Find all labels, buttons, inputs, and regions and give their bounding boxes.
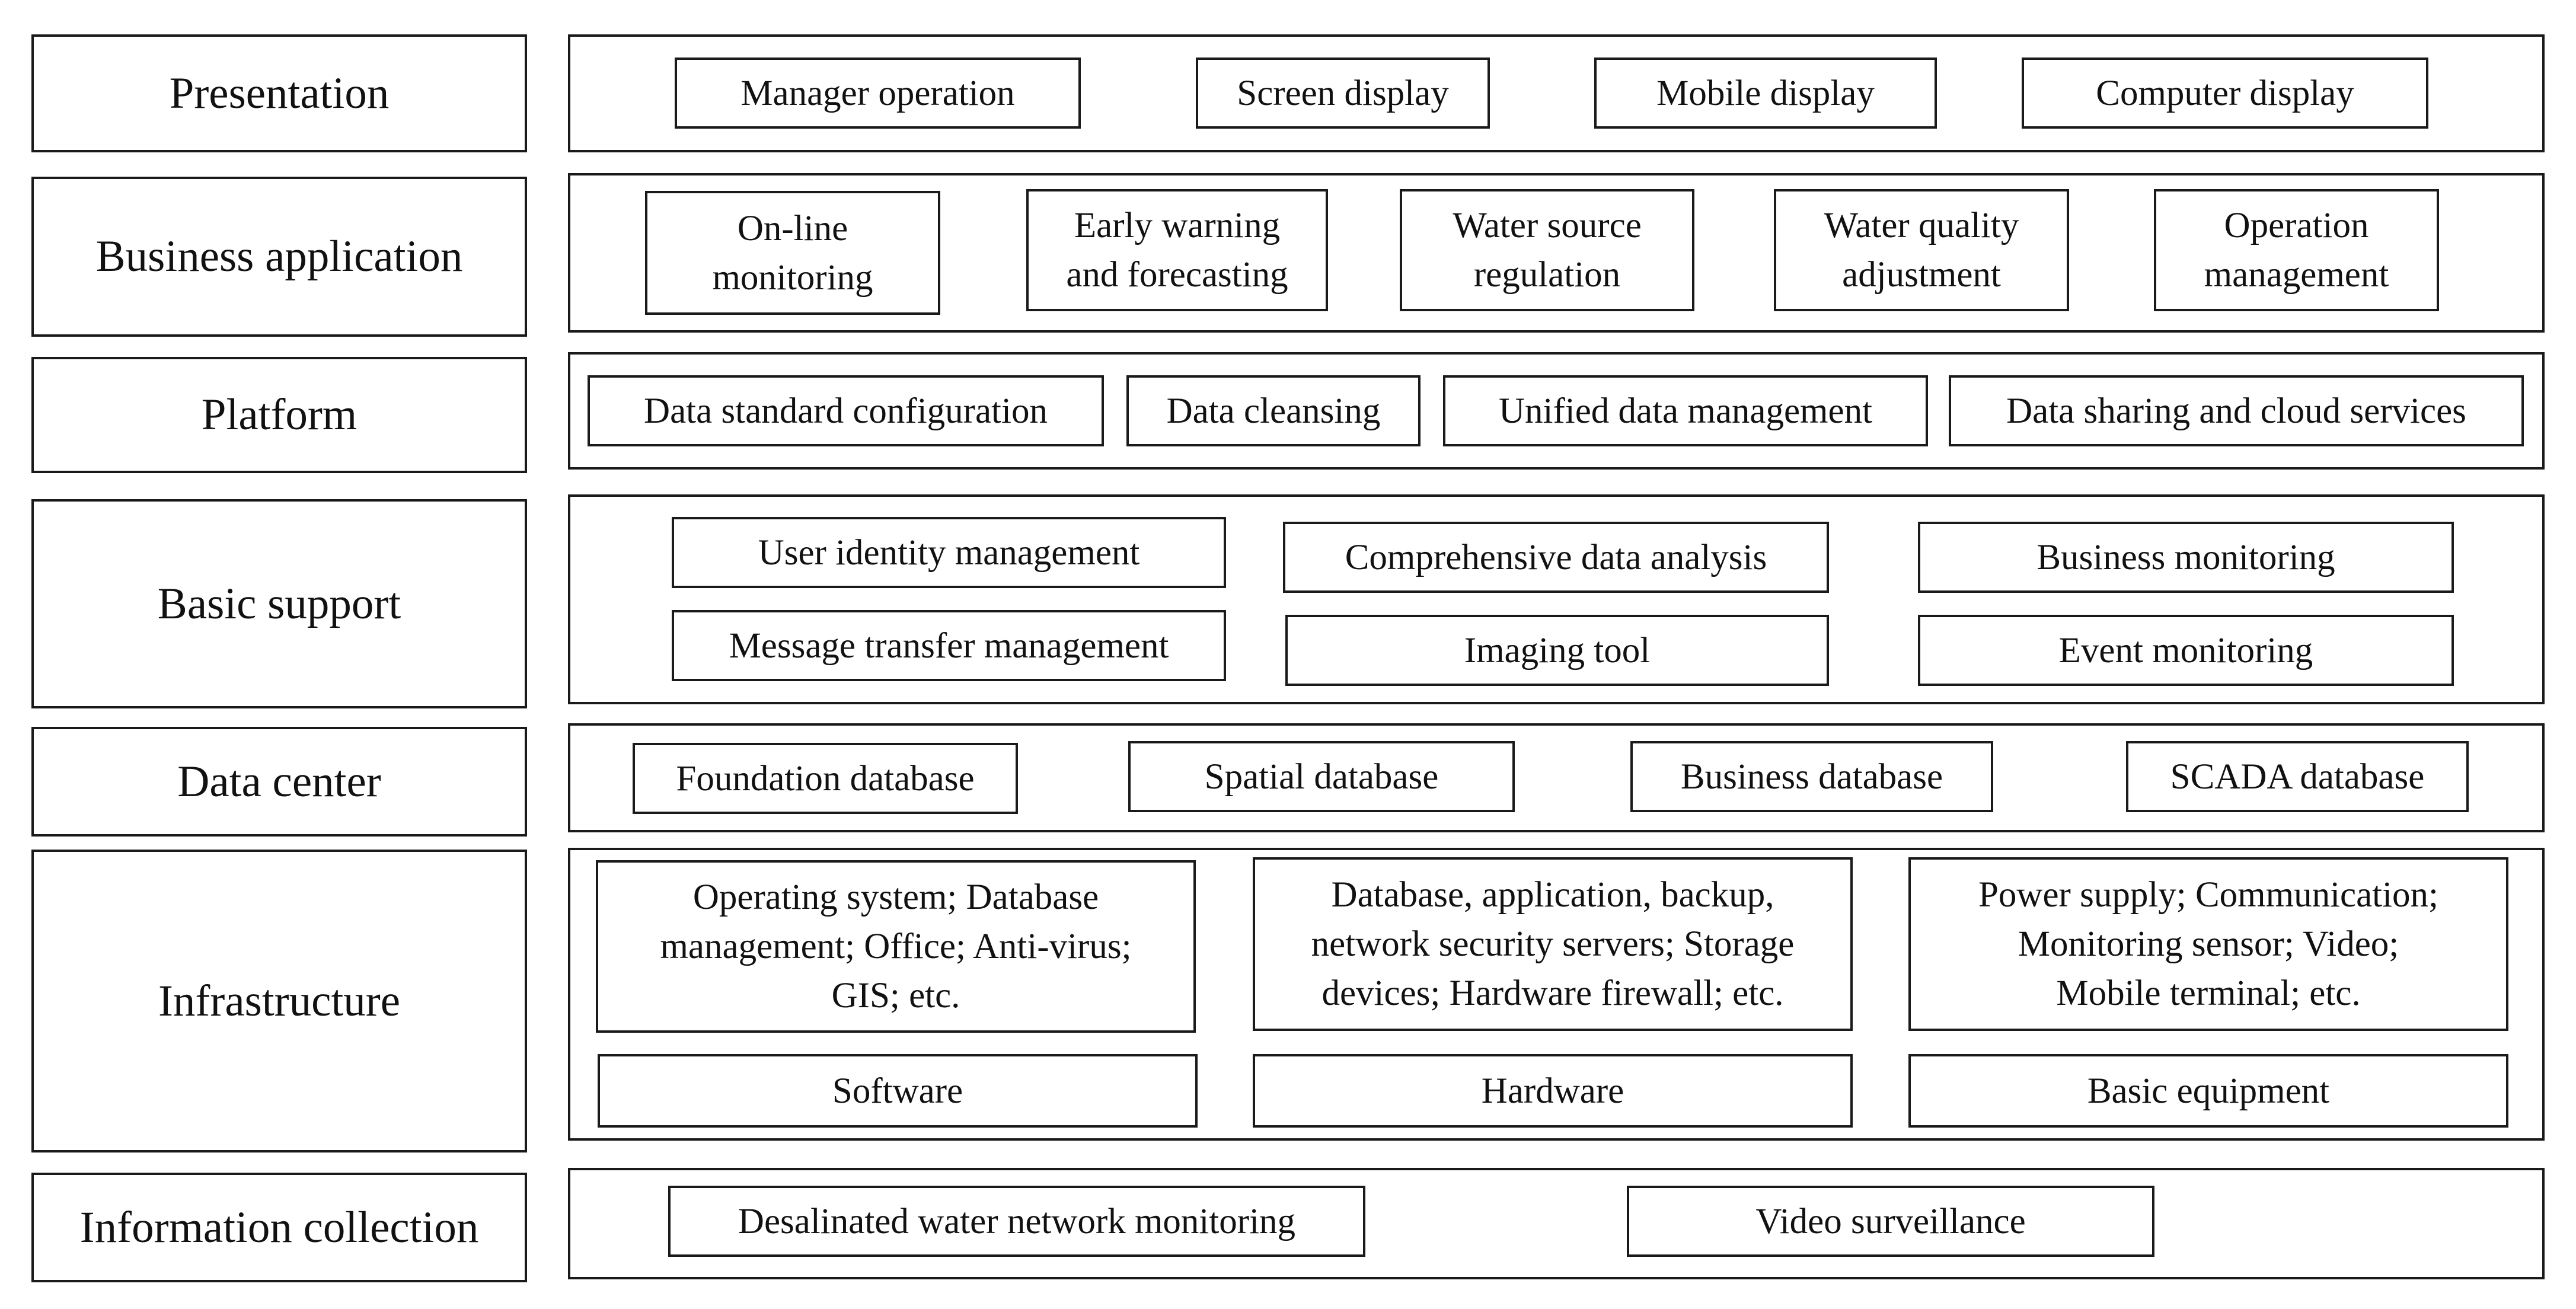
layer-label-data-center: Data center (31, 727, 527, 837)
infrastructure-software-details: Operating system; Database management; O… (596, 860, 1196, 1033)
layer-label-text: Basic support (157, 579, 401, 628)
infrastructure-hardware-category: Hardware (1253, 1054, 1853, 1128)
item-video-surveillance: Video surveillance (1627, 1186, 2154, 1257)
item-spatial-database: Spatial database (1128, 741, 1515, 812)
layer-label-text: Platform (201, 390, 357, 439)
layer-label-business-application: Business application (31, 177, 527, 337)
item-mobile-display: Mobile display (1594, 58, 1937, 129)
layer-label-infrastructure: Infrastructure (31, 850, 527, 1152)
item-data-cleansing: Data cleansing (1126, 375, 1421, 446)
item-business-database: Business database (1630, 741, 1993, 812)
infrastructure-basic-equipment-details: Power supply; Communication; Monitoring … (1908, 857, 2508, 1031)
item-data-standard-configuration: Data standard configuration (588, 375, 1104, 446)
item-event-monitoring: Event monitoring (1918, 615, 2454, 686)
item-on-line-monitoring: On-line monitoring (645, 191, 940, 315)
item-comprehensive-data-analysis: Comprehensive data analysis (1283, 522, 1829, 593)
layer-label-text: Information collection (79, 1202, 479, 1252)
item-operation-management: Operation management (2154, 189, 2439, 311)
item-unified-data-management: Unified data management (1443, 375, 1928, 446)
layer-label-text: Data center (177, 756, 381, 806)
item-scada-database: SCADA database (2126, 741, 2469, 812)
item-desalinated-water-network-monitoring: Desalinated water network monitoring (668, 1186, 1365, 1257)
layer-label-platform: Platform (31, 357, 527, 473)
item-manager-operation: Manager operation (675, 58, 1081, 129)
layer-label-text: Business application (95, 232, 463, 281)
layer-label-presentation: Presentation (31, 34, 527, 152)
infrastructure-hardware-details: Database, application, backup, network s… (1253, 857, 1853, 1031)
item-data-sharing-cloud-services: Data sharing and cloud services (1949, 375, 2524, 446)
item-screen-display: Screen display (1196, 58, 1490, 129)
item-computer-display: Computer display (2022, 58, 2428, 129)
layer-label-basic-support: Basic support (31, 499, 527, 708)
layer-label-text: Presentation (169, 68, 390, 118)
layer-label-information-collection: Information collection (31, 1173, 527, 1282)
item-imaging-tool: Imaging tool (1285, 615, 1829, 686)
item-message-transfer-management: Message transfer management (672, 610, 1226, 681)
item-business-monitoring: Business monitoring (1918, 522, 2454, 593)
item-early-warning-forecasting: Early warning and forecasting (1026, 189, 1328, 311)
infrastructure-basic-equipment-category: Basic equipment (1908, 1054, 2508, 1128)
layer-label-text: Infrastructure (158, 976, 401, 1026)
item-water-quality-adjustment: Water quality adjustment (1774, 189, 2069, 311)
infrastructure-software-category: Software (598, 1054, 1198, 1128)
item-user-identity-management: User identity management (672, 517, 1226, 588)
item-foundation-database: Foundation database (633, 743, 1018, 814)
item-water-source-regulation: Water source regulation (1400, 189, 1694, 311)
